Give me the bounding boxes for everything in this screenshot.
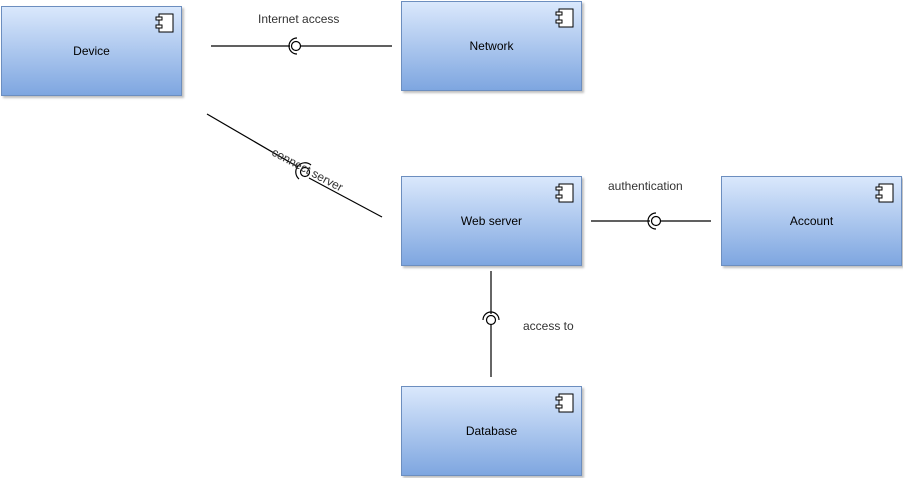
connector-access-to[interactable] [482, 271, 500, 377]
provided-interface-icon [290, 40, 302, 52]
component-icon [555, 183, 574, 203]
connector-label-authentication: authentication [608, 179, 683, 193]
connector-internet-access[interactable] [211, 37, 392, 55]
provided-interface-icon [299, 166, 311, 178]
required-interface-icon [647, 212, 657, 230]
component-icon [555, 8, 574, 28]
component-icon [555, 393, 574, 413]
component-label: Account [789, 214, 834, 228]
required-interface-icon [295, 162, 312, 180]
component-network[interactable]: Network [401, 1, 582, 91]
connector-label-access-to: access to [523, 319, 574, 333]
component-device[interactable]: Device [1, 6, 182, 96]
component-label: Device [73, 44, 110, 58]
component-label: Web server [460, 214, 523, 228]
component-icon [875, 183, 894, 203]
connector-label-internet-access: Internet access [258, 12, 340, 26]
component-web-server[interactable]: Web server [401, 176, 582, 266]
connector-authentication[interactable] [591, 212, 711, 230]
component-icon [155, 13, 174, 33]
component-database[interactable]: Database [401, 386, 582, 476]
component-account[interactable]: Account [721, 176, 902, 266]
connector-connect-server[interactable] [206, 113, 383, 218]
required-interface-icon [482, 311, 500, 321]
provided-interface-icon [650, 215, 662, 227]
component-label: Database [465, 424, 518, 438]
provided-interface-icon [485, 314, 497, 326]
required-interface-icon [288, 37, 298, 55]
component-label: Network [469, 39, 514, 53]
